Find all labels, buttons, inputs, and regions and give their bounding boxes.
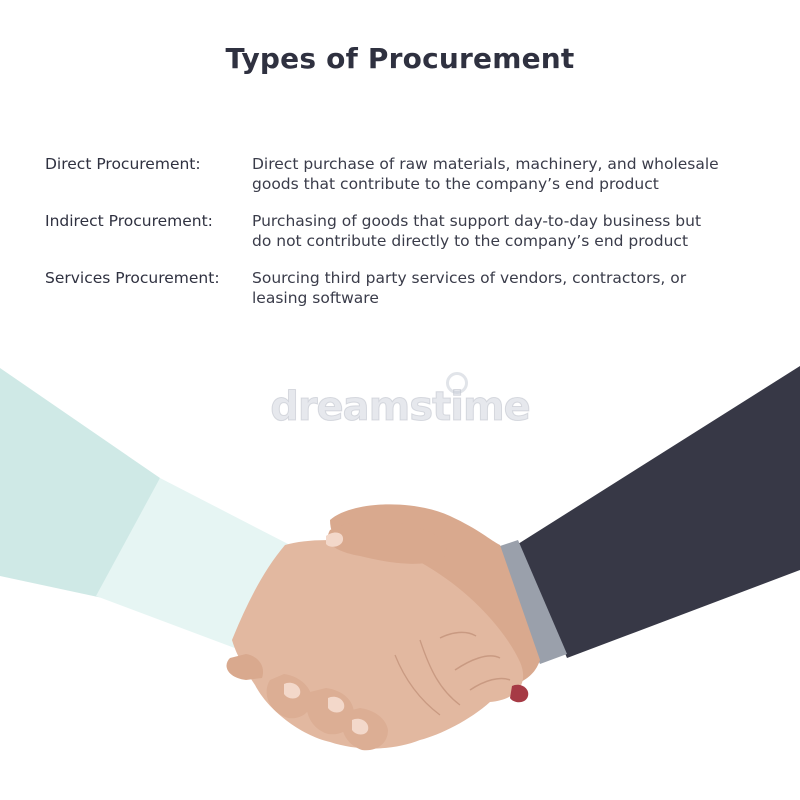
term-description: Direct purchase of raw materials, machin… <box>252 154 765 194</box>
description-line: do not contribute directly to the compan… <box>252 232 689 250</box>
description-line: Purchasing of goods that support day-to-… <box>252 212 702 230</box>
finger-1 <box>226 654 264 680</box>
description-line: Sourcing third party services of vendors… <box>252 269 687 287</box>
watermark-logo-icon <box>446 372 468 394</box>
description-line: leasing software <box>252 289 379 307</box>
definition-row-services: Services Procurement: Sourcing third par… <box>45 268 765 308</box>
painted-nail <box>510 684 529 703</box>
description-line: Direct purchase of raw materials, machin… <box>252 155 719 173</box>
handshake-illustration <box>0 366 800 751</box>
finger-nail-4 <box>352 718 369 735</box>
description-line: goods that contribute to the company’s e… <box>252 175 659 193</box>
term-label: Indirect Procurement: <box>45 212 213 230</box>
term-label: Services Procurement: <box>45 269 220 287</box>
definitions-list: Direct Procurement: Direct purchase of r… <box>45 154 765 325</box>
left-sleeve <box>0 368 160 600</box>
thumb-nail <box>326 532 344 547</box>
finger-nail-2 <box>284 682 301 699</box>
right-sleeve <box>518 366 800 658</box>
left-thumb <box>327 520 447 564</box>
definition-row-indirect: Indirect Procurement: Purchasing of good… <box>45 211 765 251</box>
term-description: Purchasing of goods that support day-to-… <box>252 211 765 251</box>
term-label: Direct Procurement: <box>45 155 201 173</box>
definition-row-direct: Direct Procurement: Direct purchase of r… <box>45 154 765 194</box>
finger-nail-3 <box>328 696 345 713</box>
knuckle-lines <box>439 631 511 691</box>
term-description: Sourcing third party services of vendors… <box>252 268 765 308</box>
left-cuff <box>96 478 290 650</box>
page-title: Types of Procurement <box>225 42 575 75</box>
finger-creases <box>394 639 461 716</box>
